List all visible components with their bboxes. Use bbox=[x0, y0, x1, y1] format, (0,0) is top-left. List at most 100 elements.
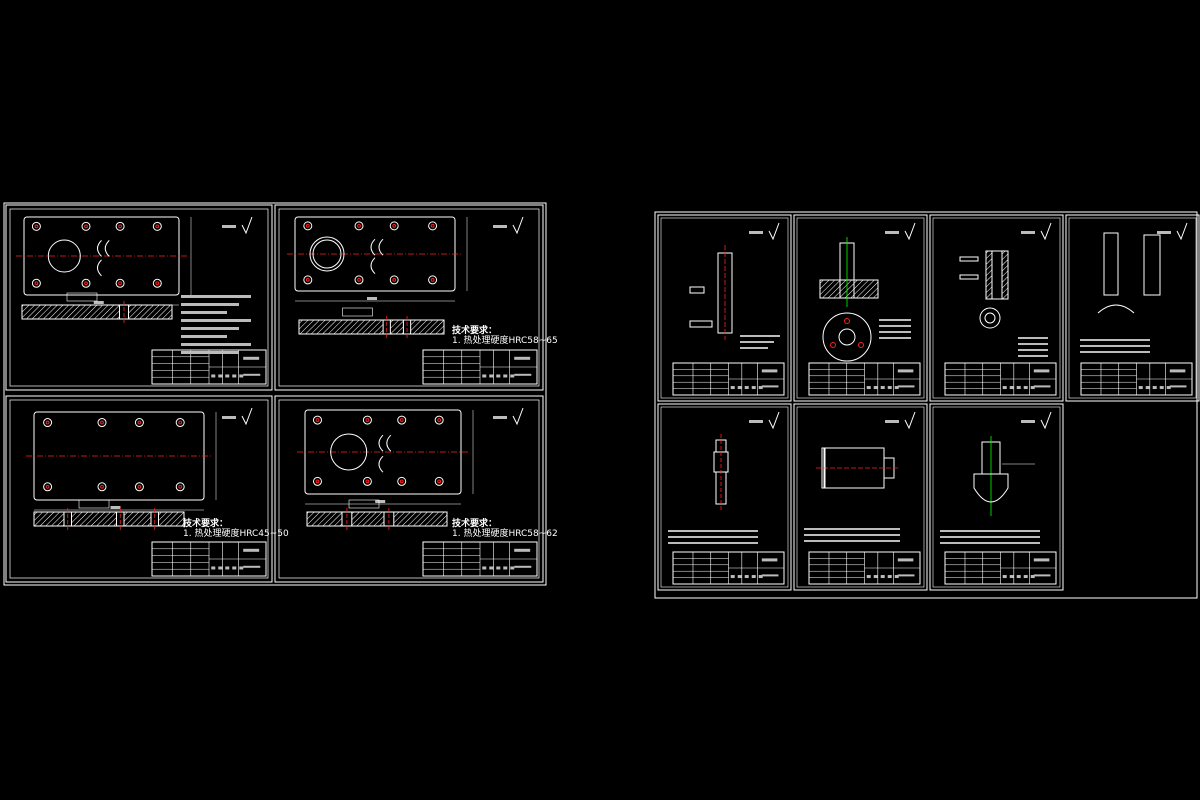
bolt-hole bbox=[31, 278, 41, 288]
requirement-text-line bbox=[181, 327, 239, 330]
sheet-border bbox=[929, 214, 1064, 402]
title-text-mark bbox=[239, 374, 244, 378]
part-name-mark bbox=[761, 369, 778, 373]
drawing-number-mark bbox=[897, 574, 915, 577]
title-text-mark bbox=[225, 566, 230, 570]
title-text-mark bbox=[1002, 575, 1007, 579]
bolt-hole bbox=[303, 221, 313, 231]
arc-slot bbox=[370, 238, 376, 256]
plate-top-view bbox=[297, 409, 474, 505]
bolt-hole bbox=[152, 221, 162, 231]
note-line bbox=[879, 325, 911, 327]
bolt-hole-center bbox=[430, 278, 435, 282]
roughness-check bbox=[241, 407, 253, 426]
title-text-mark bbox=[887, 386, 892, 390]
requirement-text-line bbox=[181, 335, 227, 338]
bolt-hole bbox=[362, 476, 372, 486]
note-line bbox=[740, 335, 780, 337]
title-text-mark bbox=[1016, 575, 1021, 579]
dimension-text bbox=[367, 297, 377, 300]
bolt-hole-center bbox=[365, 418, 370, 422]
title-text-mark bbox=[894, 386, 899, 390]
title-text-mark bbox=[496, 566, 501, 570]
bolt-hole bbox=[175, 418, 185, 428]
bolt-hole bbox=[81, 278, 91, 288]
drawing-number-mark bbox=[514, 373, 532, 376]
bolt-hole bbox=[31, 221, 41, 231]
roughness-label-mark bbox=[885, 420, 899, 423]
bolt-hole-center bbox=[84, 224, 88, 229]
bolt-hole-center bbox=[137, 484, 142, 489]
dimension-label bbox=[959, 256, 979, 262]
sheet-border bbox=[5, 204, 273, 391]
sheet-border bbox=[1065, 214, 1200, 402]
note-line bbox=[1080, 339, 1150, 341]
bolt-hole bbox=[397, 476, 407, 486]
bolt-hole-center bbox=[100, 484, 104, 489]
section-view bbox=[21, 292, 173, 323]
bolt-hole-center bbox=[315, 418, 320, 422]
roughness-symbol bbox=[885, 411, 916, 430]
title-text-mark bbox=[873, 575, 878, 579]
note-line bbox=[668, 542, 758, 544]
arc-slot bbox=[104, 240, 110, 257]
bolt-hole-center bbox=[34, 224, 39, 229]
title-text-mark bbox=[1009, 386, 1014, 390]
roughness-symbol bbox=[222, 407, 253, 426]
title-text-mark bbox=[225, 374, 230, 378]
bolt-hole bbox=[389, 221, 399, 231]
note-line bbox=[804, 534, 900, 536]
title-text-mark bbox=[211, 374, 216, 378]
section-view bbox=[298, 307, 445, 338]
bolt-hole-center bbox=[305, 223, 310, 228]
arc-slot bbox=[370, 257, 376, 275]
note-line bbox=[1018, 355, 1048, 357]
small-sheet-1 bbox=[657, 214, 792, 402]
roughness-label-mark bbox=[493, 225, 507, 228]
roughness-check bbox=[512, 407, 524, 426]
note-line bbox=[940, 542, 1040, 544]
bolt-hole-center bbox=[84, 281, 88, 286]
title-text-mark bbox=[730, 386, 735, 390]
title-text-mark bbox=[873, 386, 878, 390]
main-bore-inner bbox=[312, 239, 342, 269]
sleeve-end-view bbox=[979, 307, 1001, 329]
title-block bbox=[672, 362, 785, 396]
bolt-hole-center bbox=[137, 420, 142, 425]
bolt-hole bbox=[428, 221, 438, 231]
title-block bbox=[151, 541, 267, 577]
bolt-hole bbox=[434, 476, 444, 486]
title-text-mark bbox=[1166, 386, 1171, 390]
title-text-mark bbox=[1030, 575, 1035, 579]
arc-slot bbox=[378, 455, 384, 473]
bolt-hole bbox=[397, 415, 407, 425]
sheet-inner-frame bbox=[278, 208, 540, 387]
title-text-mark bbox=[1030, 386, 1035, 390]
bolt-hole bbox=[312, 476, 322, 486]
sheet-inner-frame bbox=[9, 208, 269, 387]
dimension-label bbox=[689, 286, 705, 294]
dimension-label bbox=[689, 320, 713, 328]
section-view bbox=[306, 499, 448, 530]
requirement-text-line bbox=[181, 303, 239, 306]
drawing-number-mark bbox=[514, 565, 532, 568]
small-sheet-4 bbox=[1065, 214, 1200, 402]
part-name-mark bbox=[1033, 369, 1050, 373]
drawing-number-mark bbox=[897, 385, 915, 388]
title-block bbox=[151, 349, 267, 385]
bolt-hole-center bbox=[178, 484, 183, 489]
arc-slot bbox=[97, 240, 102, 257]
title-text-mark bbox=[744, 575, 749, 579]
roughness-label-mark bbox=[1157, 231, 1171, 234]
section-hatch bbox=[33, 511, 185, 527]
roughness-symbol bbox=[749, 411, 780, 430]
tech-requirements-sheet-c: 技术要求： 1. 热处理硬度HRC58~62 bbox=[452, 519, 558, 539]
flange-section bbox=[819, 279, 879, 299]
right-composite-frame bbox=[654, 211, 1198, 599]
roughness-symbol bbox=[1021, 222, 1052, 241]
note-line bbox=[940, 530, 1040, 532]
punch-tip-profile bbox=[1097, 304, 1135, 314]
sheet-inner-frame bbox=[1068, 217, 1197, 399]
title-text-mark bbox=[489, 374, 494, 378]
